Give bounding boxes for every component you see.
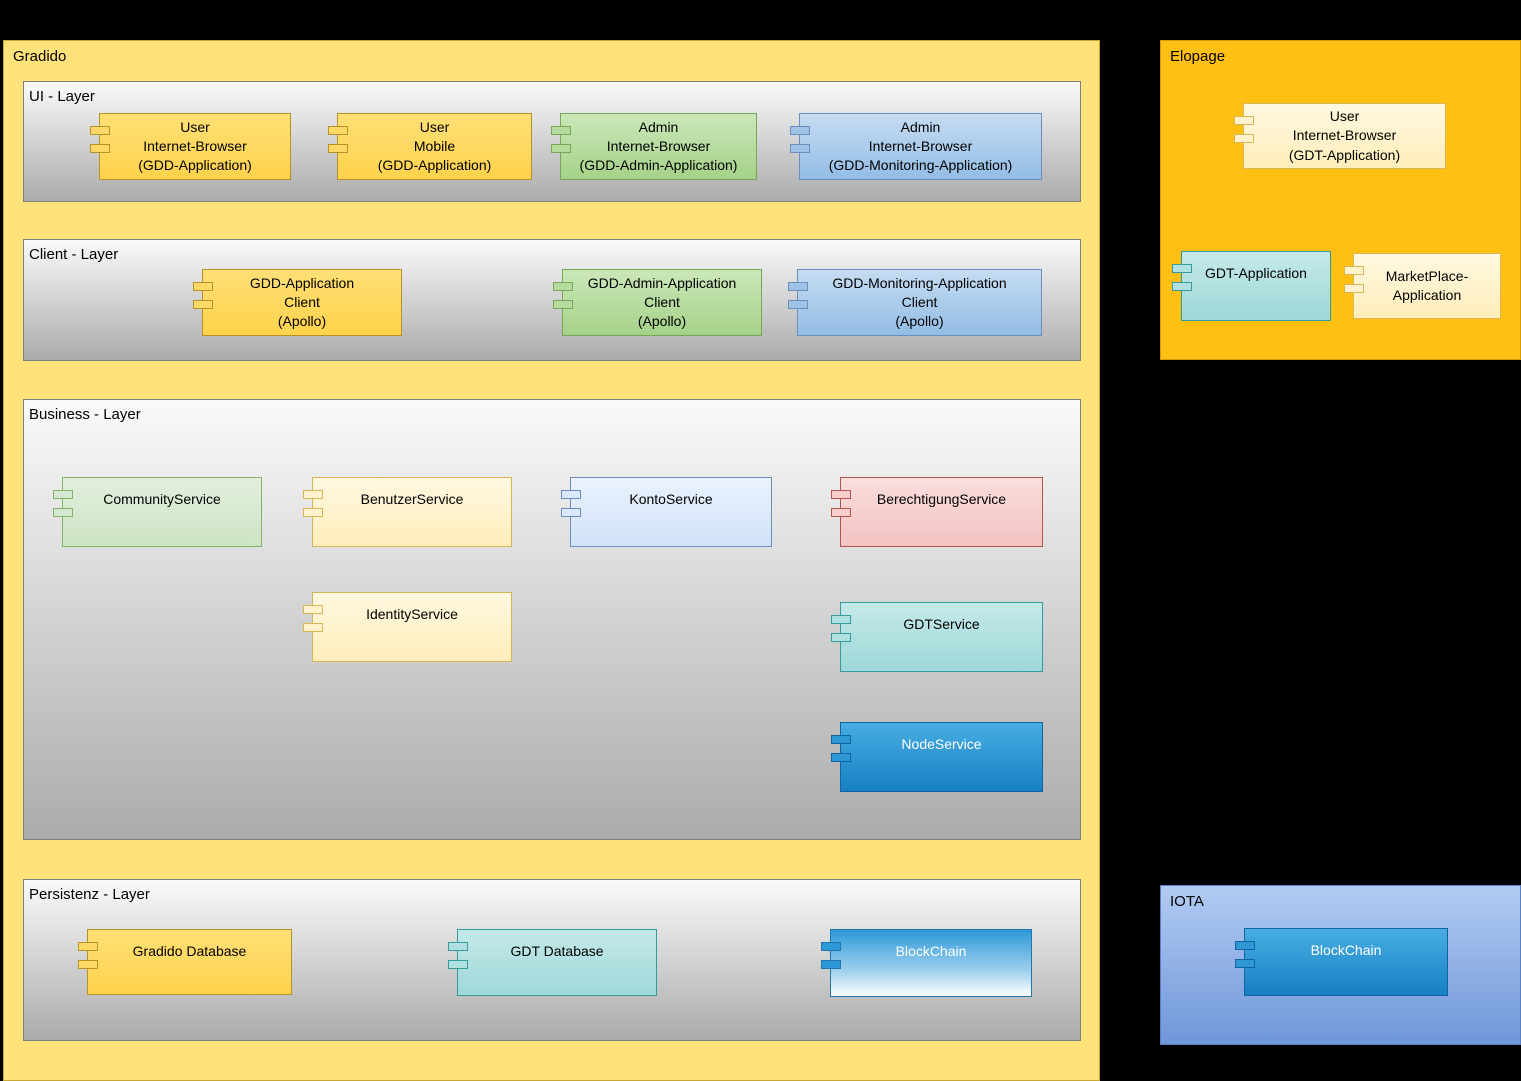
component-user-internet-browser-gdd[interactable]: User Internet-Browser (GDD-Application) — [90, 113, 291, 180]
component-label: User Mobile (GDD-Application) — [377, 118, 492, 174]
component-label: CommunityService — [103, 491, 221, 507]
component-label: GDT-Application — [1205, 265, 1307, 281]
component-port-icon — [1172, 282, 1192, 291]
gradido-title: Gradido — [13, 48, 67, 65]
component-identity-service[interactable]: IdentityService — [303, 592, 512, 662]
component-port-icon — [1234, 116, 1254, 125]
component-gdt-database[interactable]: GDT Database — [448, 929, 657, 996]
component-label: BenutzerService — [360, 491, 464, 507]
component-marketplace-application[interactable]: MarketPlace- Application — [1344, 253, 1501, 319]
component-port-icon — [303, 623, 323, 632]
component-label: IdentityService — [366, 606, 458, 622]
component-user-internet-browser-gdt[interactable]: User Internet-Browser (GDT-Application) — [1234, 103, 1446, 169]
component-port-icon — [1235, 941, 1255, 950]
component-port-icon — [821, 960, 841, 969]
component-label: Gradido Database — [132, 943, 247, 959]
component-port-icon — [790, 126, 810, 135]
component-label: NodeService — [901, 736, 982, 752]
component-berechtigung-service[interactable]: BerechtigungService — [831, 477, 1043, 547]
component-port-icon — [1344, 266, 1364, 275]
component-port-icon — [303, 605, 323, 614]
component-port-icon — [1234, 134, 1254, 143]
business-layer-title: Business - Layer — [29, 406, 141, 423]
component-gradido-database[interactable]: Gradido Database — [78, 929, 292, 995]
component-port-icon — [788, 282, 808, 291]
component-port-icon — [78, 942, 98, 951]
component-port-icon — [831, 490, 851, 499]
component-label: BerechtigungService — [876, 491, 1007, 507]
component-port-icon — [831, 508, 851, 517]
component-label: Admin Internet-Browser (GDD-Monitoring-A… — [828, 118, 1013, 174]
component-port-icon — [831, 633, 851, 642]
elopage-title: Elopage — [1170, 48, 1226, 65]
component-admin-internet-browser-gdd-monitoring[interactable]: Admin Internet-Browser (GDD-Monitoring-A… — [790, 113, 1042, 180]
component-gdt-application[interactable]: GDT-Application — [1172, 251, 1331, 321]
component-gdd-application-client[interactable]: GDD-Application Client (Apollo) — [193, 269, 402, 336]
component-port-icon — [790, 144, 810, 153]
component-port-icon — [448, 960, 468, 969]
component-label: KontoService — [629, 491, 713, 507]
component-port-icon — [328, 144, 348, 153]
component-port-icon — [561, 508, 581, 517]
component-port-icon — [821, 942, 841, 951]
business-layer[interactable]: Business - Layer CommunityService Benutz… — [23, 399, 1081, 840]
component-gdd-monitoring-application-client[interactable]: GDD-Monitoring-Application Client (Apoll… — [788, 269, 1042, 336]
iota-title: IOTA — [1170, 893, 1204, 910]
component-port-icon — [53, 490, 73, 499]
component-port-icon — [788, 300, 808, 309]
ui-layer[interactable]: UI - Layer User Internet-Browser (GDD-Ap… — [23, 81, 1081, 202]
persistenz-layer-title: Persistenz - Layer — [29, 886, 150, 903]
component-port-icon — [448, 942, 468, 951]
component-port-icon — [328, 126, 348, 135]
component-gdt-service[interactable]: GDTService — [831, 602, 1043, 672]
component-label: GDD-Monitoring-Application Client (Apoll… — [832, 274, 1007, 330]
component-label: GDT Database — [510, 943, 604, 959]
iota-container[interactable]: IOTA BlockChain — [1160, 885, 1521, 1045]
component-port-icon — [78, 960, 98, 969]
client-layer-title: Client - Layer — [29, 246, 119, 263]
component-port-icon — [193, 282, 213, 291]
ui-layer-title: UI - Layer — [29, 88, 95, 105]
component-port-icon — [1172, 264, 1192, 273]
component-user-mobile-gdd[interactable]: User Mobile (GDD-Application) — [328, 113, 532, 180]
component-admin-internet-browser-gdd-admin[interactable]: Admin Internet-Browser (GDD-Admin-Applic… — [551, 113, 757, 180]
component-port-icon — [551, 144, 571, 153]
component-label: GDTService — [903, 616, 980, 632]
client-layer[interactable]: Client - Layer GDD-Application Client (A… — [23, 239, 1081, 361]
component-port-icon — [831, 615, 851, 624]
component-benutzer-service[interactable]: BenutzerService — [303, 477, 512, 547]
gradido-container[interactable]: Gradido UI - Layer User Internet-Browser… — [3, 40, 1100, 1081]
component-gdd-admin-application-client[interactable]: GDD-Admin-Application Client (Apollo) — [553, 269, 762, 336]
component-port-icon — [303, 508, 323, 517]
component-port-icon — [90, 126, 110, 135]
component-port-icon — [90, 144, 110, 153]
component-port-icon — [53, 508, 73, 517]
component-node-service[interactable]: NodeService — [831, 722, 1043, 792]
component-label: BlockChain — [895, 943, 967, 959]
component-port-icon — [831, 753, 851, 762]
component-port-icon — [553, 282, 573, 291]
component-label: GDD-Admin-Application Client (Apollo) — [587, 274, 737, 330]
component-blockchain-persistenz[interactable]: BlockChain — [821, 929, 1032, 997]
persistenz-layer[interactable]: Persistenz - Layer Gradido Database GDT … — [23, 879, 1081, 1041]
component-label: Admin Internet-Browser (GDD-Admin-Applic… — [579, 118, 738, 174]
component-label: User Internet-Browser (GDD-Application) — [138, 118, 252, 174]
component-port-icon — [553, 300, 573, 309]
component-label: MarketPlace- Application — [1385, 267, 1469, 303]
component-community-service[interactable]: CommunityService — [53, 477, 262, 547]
component-port-icon — [1235, 959, 1255, 968]
component-label: BlockChain — [1310, 942, 1382, 958]
component-port-icon — [303, 490, 323, 499]
component-port-icon — [831, 735, 851, 744]
component-blockchain-iota[interactable]: BlockChain — [1235, 928, 1448, 996]
elopage-container[interactable]: Elopage User Internet-Browser (GDT-Appli… — [1160, 40, 1521, 360]
component-label: GDD-Application Client (Apollo) — [249, 274, 355, 330]
component-konto-service[interactable]: KontoService — [561, 477, 772, 547]
component-port-icon — [561, 490, 581, 499]
component-label: User Internet-Browser (GDT-Application) — [1288, 108, 1401, 163]
component-port-icon — [1344, 284, 1364, 293]
component-port-icon — [551, 126, 571, 135]
component-port-icon — [193, 300, 213, 309]
